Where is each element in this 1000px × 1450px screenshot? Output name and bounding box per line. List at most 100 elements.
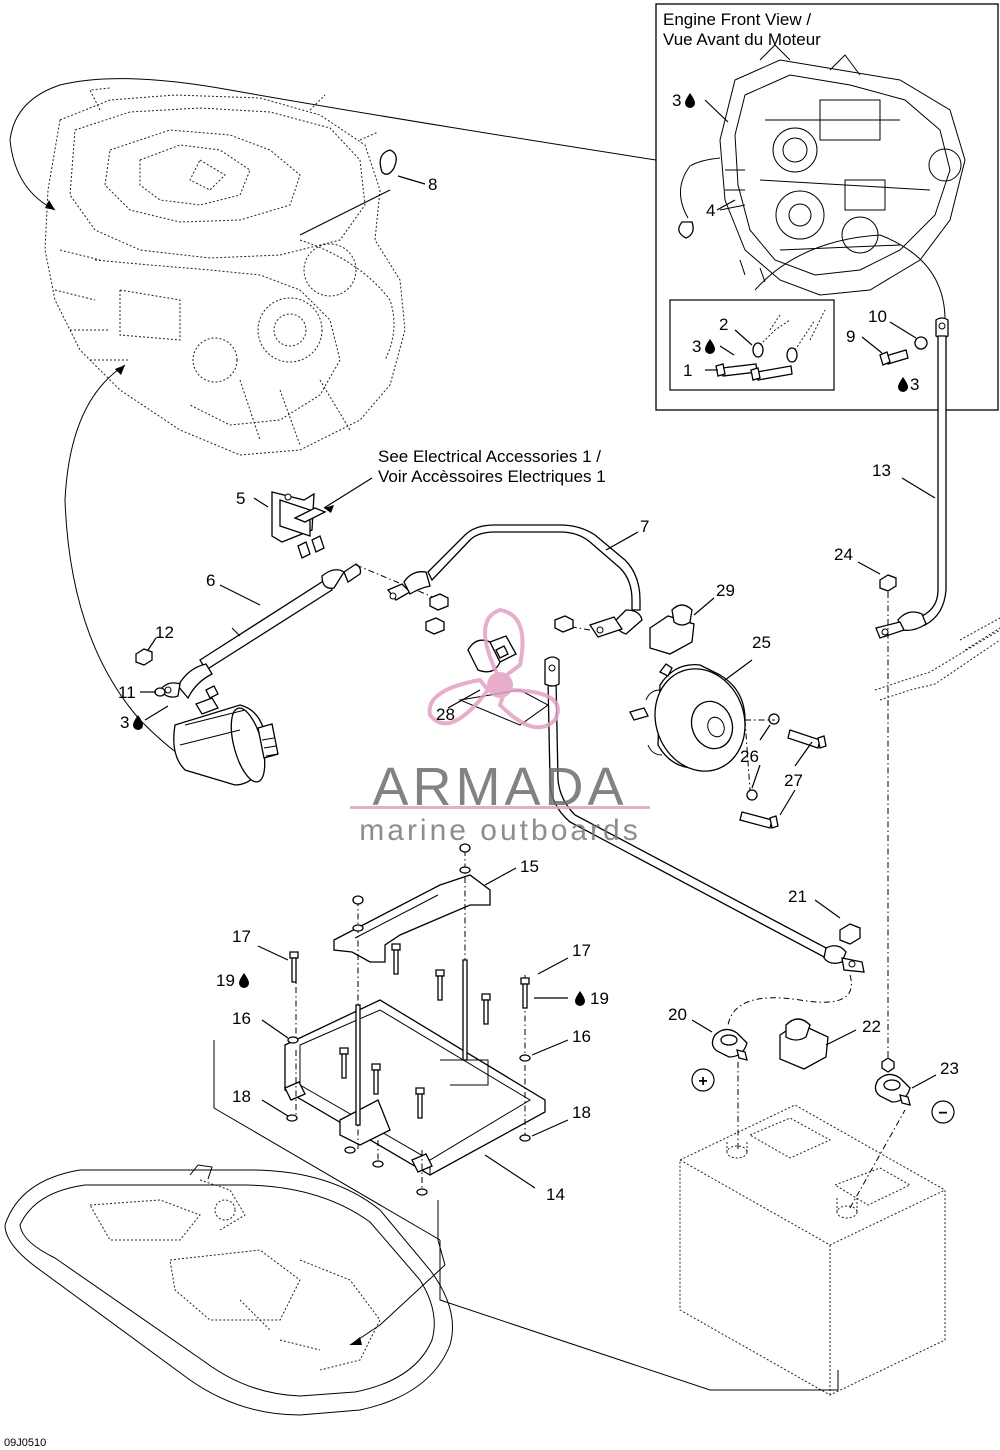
- connector-arrow: [45, 200, 55, 210]
- engine-dashed-outline: [44, 87, 406, 456]
- positive-terminal-mark: [691, 1068, 715, 1092]
- engine-front-sketch: [719, 44, 966, 321]
- fastener-detail-box: [669, 299, 835, 391]
- negative-symbol: −: [938, 1105, 947, 1122]
- rod: [462, 959, 468, 1061]
- leader-7: [605, 531, 639, 551]
- battery-tray-14: [284, 999, 546, 1176]
- leader-8: [397, 175, 426, 185]
- callout-25: 25: [752, 633, 771, 652]
- callout-18-left: 18: [232, 1087, 251, 1106]
- drop-icon: [685, 93, 695, 108]
- callout-24: 24: [834, 545, 853, 564]
- drop-icon: [898, 377, 908, 392]
- dashline-solenoid-nut: [355, 564, 441, 601]
- drop-icon: [575, 991, 585, 1006]
- dashline-7: [559, 624, 591, 631]
- callout-22: 22: [862, 1017, 881, 1036]
- solenoid-5: [271, 491, 327, 559]
- callout-16-right: 16: [572, 1027, 591, 1046]
- leader-6: [219, 584, 261, 606]
- callout-8: 8: [428, 175, 437, 194]
- positive-symbol: +: [698, 1073, 707, 1090]
- battery: [679, 1104, 946, 1396]
- armada-watermark: ARMADA marine outboards: [350, 607, 650, 847]
- nut-24: [879, 574, 897, 592]
- drop-icon: [239, 973, 249, 988]
- callout-12: 12: [155, 623, 174, 642]
- cable-7: [386, 524, 643, 638]
- callout-labels: 1 2 3 3 3 3 4 5 6 7 8 9 10 11 12 13 14 1…: [118, 91, 959, 1204]
- clamp-23-negative: [874, 1057, 911, 1106]
- note-line2: Voir Accèssoires Electriques 1: [378, 467, 606, 486]
- callout-3-starter: 3: [120, 713, 129, 732]
- bracket-line: [213, 1040, 839, 1391]
- cable-21: [544, 656, 865, 973]
- boat-outline: [4, 1164, 453, 1416]
- inset-title-line1: Engine Front View /: [663, 10, 811, 29]
- callout-27: 27: [784, 771, 803, 790]
- callout-2: 2: [719, 315, 728, 334]
- screws-17: [289, 943, 530, 1119]
- callout-26: 26: [740, 747, 759, 766]
- nut: [429, 593, 449, 611]
- cable-6: [159, 563, 362, 700]
- callout-9: 9: [846, 327, 855, 346]
- armada-propeller-logo: [427, 607, 560, 730]
- cable-13: [875, 335, 947, 639]
- starter-motor: [173, 685, 279, 786]
- callout-5: 5: [236, 489, 245, 508]
- washers-16-18: [286, 843, 531, 1196]
- callout-19-right: 19: [590, 989, 609, 1008]
- nut-12: [135, 648, 153, 666]
- washer-11: [154, 687, 166, 697]
- callout-17-left: 17: [232, 927, 251, 946]
- callout-23: 23: [940, 1059, 959, 1078]
- washer-26: [768, 713, 780, 725]
- cap-28: [467, 635, 517, 673]
- engine-front-view-inset: Engine Front View / Vue Avant du Moteur: [655, 3, 999, 411]
- callout-3-bolt: 3: [910, 375, 919, 394]
- drop-icons: [133, 93, 908, 1006]
- callout-29: 29: [716, 581, 735, 600]
- cap-22: [779, 1018, 829, 1070]
- boat-connector: [349, 1200, 446, 1346]
- callout-7: 7: [640, 517, 649, 536]
- motor-25: [629, 663, 746, 772]
- watermark-rule: [350, 806, 650, 809]
- inset-title-line2: Vue Avant du Moteur: [663, 30, 821, 49]
- watermark-tagline: marine outboards: [359, 814, 640, 847]
- leader-note: [323, 477, 373, 509]
- callout-15: 15: [520, 857, 539, 876]
- callout-18-right: 18: [572, 1103, 591, 1122]
- nut-21: [839, 923, 861, 945]
- bolt-1-inset: [715, 363, 793, 381]
- callout-4: 4: [706, 201, 715, 220]
- callout-21: 21: [788, 887, 807, 906]
- callout-6: 6: [206, 571, 215, 590]
- callout-19-left: 19: [216, 971, 235, 990]
- drop-icon: [133, 715, 143, 730]
- callout-14: 14: [546, 1185, 565, 1204]
- dashline-21-20: [727, 974, 852, 1026]
- negative-terminal-mark: [931, 1100, 955, 1124]
- inset-connector-line: [9, 78, 657, 211]
- callout-1: 1: [683, 361, 692, 380]
- callout-3-inset: 3: [692, 337, 701, 356]
- callout-13: 13: [872, 461, 891, 480]
- hold-down-bracket-15: [333, 874, 491, 963]
- callout-10: 10: [868, 307, 887, 326]
- clamp-20-positive: [711, 1028, 748, 1061]
- callout-20: 20: [668, 1005, 687, 1024]
- washer-2-inset: [752, 342, 764, 358]
- callout-16-left: 16: [232, 1009, 251, 1028]
- drawing-code: 09J0510: [4, 1437, 46, 1449]
- terminal-cap-29: [649, 604, 695, 655]
- callout-17-right: 17: [572, 941, 591, 960]
- starter-connector-line: [64, 364, 191, 761]
- callout-28: 28: [436, 705, 455, 724]
- callout-11: 11: [118, 683, 136, 702]
- drop-icon: [705, 339, 715, 354]
- screw-27: [739, 729, 827, 829]
